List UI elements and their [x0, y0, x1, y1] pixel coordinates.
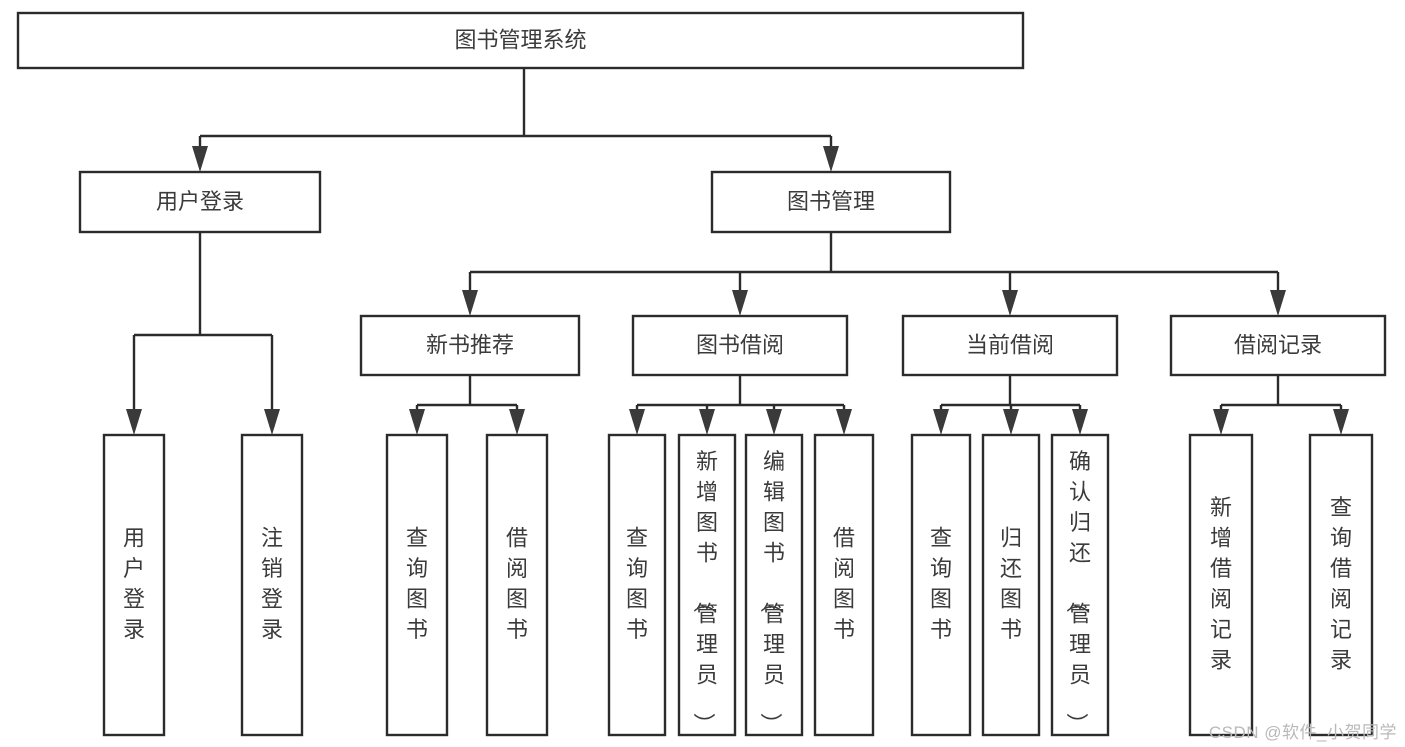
arrow-head-icon [1003, 409, 1019, 435]
node-leaf-query-book-1[interactable]: 查询图书 [385, 433, 449, 737]
connector-group-borrow-record [1213, 375, 1349, 435]
node-leaf-query-book-2[interactable]: 查询图书 [607, 433, 667, 737]
node-new-book-rec[interactable]: 新书推荐 [359, 314, 581, 377]
node-current-borrow[interactable]: 当前借阅 [901, 314, 1119, 377]
arrow-head-icon [409, 409, 425, 435]
arrow-head-icon [766, 409, 782, 435]
node-label-leaf-return-book: 归还图书 [1000, 525, 1022, 642]
node-box-root[interactable] [16, 11, 1025, 70]
node-box-book-manage[interactable] [710, 170, 952, 234]
node-box-borrow-record[interactable] [1169, 314, 1387, 377]
arrow-head-icon [823, 146, 839, 172]
arrow-head-icon [192, 146, 208, 172]
connector-group-user-login [126, 232, 280, 435]
node-leaf-borrow-book-2[interactable]: 借阅图书 [813, 433, 875, 737]
node-leaf-user-login[interactable]: 用户登录 [102, 433, 166, 737]
node-leaf-borrow-book-1[interactable]: 借阅图书 [485, 433, 549, 737]
node-book-manage[interactable]: 图书管理 [710, 170, 952, 234]
arrow-head-icon [1270, 290, 1286, 316]
arrow-head-icon [1333, 409, 1349, 435]
node-label-leaf-logout: 注销登录 [261, 525, 283, 642]
node-user-login[interactable]: 用户登录 [78, 170, 322, 234]
node-box-leaf-borrow-book-2[interactable] [813, 433, 875, 737]
node-label-book-borrow: 图书借阅 [696, 332, 784, 357]
node-leaf-add-book[interactable]: 新增图书（管理员） [677, 433, 737, 737]
node-box-leaf-return-book[interactable] [981, 433, 1041, 737]
arrow-head-icon [509, 409, 525, 435]
arrow-head-icon [1213, 409, 1229, 435]
node-box-leaf-query-record[interactable] [1308, 433, 1374, 737]
connector-group-root [192, 68, 839, 172]
node-box-leaf-borrow-book-1[interactable] [485, 433, 549, 737]
arrow-head-icon [126, 409, 142, 435]
node-box-user-login[interactable] [78, 170, 322, 234]
node-box-leaf-add-book[interactable] [677, 433, 737, 737]
node-label-leaf-confirm-return: 确认归还（管理员） [1064, 449, 1091, 735]
node-box-leaf-confirm-return[interactable] [1050, 433, 1110, 737]
arrow-head-icon [1072, 409, 1088, 435]
node-box-leaf-user-login[interactable] [102, 433, 166, 737]
node-borrow-record[interactable]: 借阅记录 [1169, 314, 1387, 377]
arrow-head-icon [1002, 290, 1018, 316]
node-label-leaf-edit-book: 编辑图书（管理员） [758, 449, 785, 735]
node-box-leaf-query-book-3[interactable] [910, 433, 972, 737]
node-label-root: 图书管理系统 [454, 27, 586, 52]
node-leaf-query-book-3[interactable]: 查询图书 [910, 433, 972, 737]
node-label-book-manage: 图书管理 [787, 189, 875, 214]
node-label-borrow-record: 借阅记录 [1234, 332, 1322, 357]
connectors-layer [126, 68, 1349, 435]
node-book-borrow[interactable]: 图书借阅 [631, 314, 849, 377]
node-label-leaf-borrow-book-1: 借阅图书 [506, 525, 528, 642]
node-box-leaf-logout[interactable] [240, 433, 304, 737]
arrow-head-icon [264, 409, 280, 435]
node-leaf-confirm-return[interactable]: 确认归还（管理员） [1050, 433, 1110, 737]
connector-group-book-manage [462, 232, 1286, 316]
connector-group-current-borrow [933, 375, 1088, 435]
arrow-head-icon [462, 290, 478, 316]
node-label-leaf-query-book-1: 查询图书 [406, 525, 428, 642]
node-leaf-add-record[interactable]: 新增借阅记录 [1188, 433, 1254, 737]
node-label-leaf-add-record: 新增借阅记录 [1210, 495, 1232, 673]
node-box-book-borrow[interactable] [631, 314, 849, 377]
node-label-new-book-rec: 新书推荐 [426, 332, 514, 357]
node-leaf-logout[interactable]: 注销登录 [240, 433, 304, 737]
node-label-leaf-borrow-book-2: 借阅图书 [833, 525, 855, 642]
arrow-head-icon [836, 409, 852, 435]
node-root[interactable]: 图书管理系统 [16, 11, 1025, 70]
node-label-leaf-user-login: 用户登录 [123, 525, 145, 642]
node-box-new-book-rec[interactable] [359, 314, 581, 377]
arrow-head-icon [699, 409, 715, 435]
node-label-user-login: 用户登录 [156, 189, 244, 214]
nodes-layer: 图书管理系统用户登录图书管理新书推荐图书借阅当前借阅借阅记录用户登录注销登录查询… [16, 11, 1387, 737]
node-leaf-edit-book[interactable]: 编辑图书（管理员） [744, 433, 804, 737]
arrow-head-icon [629, 409, 645, 435]
node-label-leaf-query-book-3: 查询图书 [930, 525, 952, 642]
node-box-leaf-query-book-2[interactable] [607, 433, 667, 737]
arrow-head-icon [933, 409, 949, 435]
connector-group-book-borrow [629, 375, 852, 435]
node-label-leaf-query-record: 查询借阅记录 [1330, 495, 1352, 673]
node-box-leaf-add-record[interactable] [1188, 433, 1254, 737]
node-box-leaf-edit-book[interactable] [744, 433, 804, 737]
node-leaf-query-record[interactable]: 查询借阅记录 [1308, 433, 1374, 737]
node-leaf-return-book[interactable]: 归还图书 [981, 433, 1041, 737]
node-label-leaf-add-book: 新增图书（管理员） [691, 449, 718, 735]
connector-group-new-book-rec [409, 375, 525, 435]
arrow-head-icon [732, 290, 748, 316]
node-label-leaf-query-book-2: 查询图书 [626, 525, 648, 642]
node-box-current-borrow[interactable] [901, 314, 1119, 377]
node-box-leaf-query-book-1[interactable] [385, 433, 449, 737]
node-label-current-borrow: 当前借阅 [966, 332, 1054, 357]
